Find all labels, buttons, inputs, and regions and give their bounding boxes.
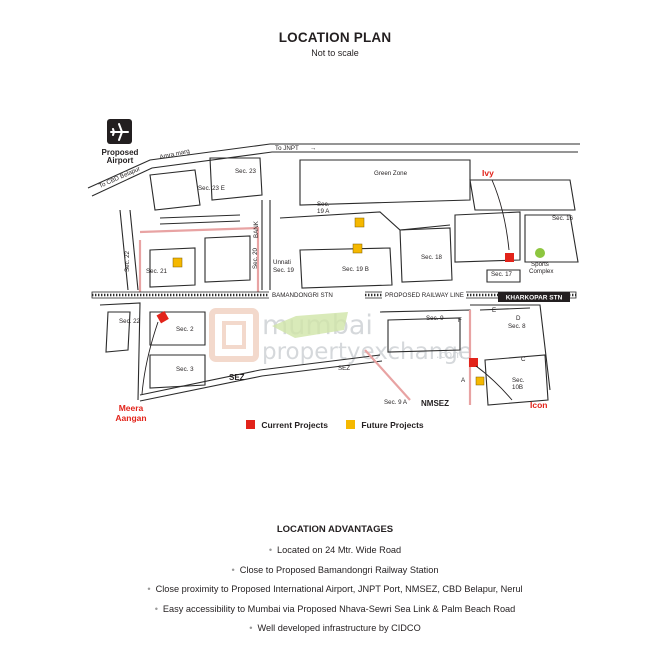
bullet-icon: • (249, 623, 253, 633)
area-sec-8: Sec. 8 (508, 323, 526, 330)
area-sec-16: Sec. 16 (552, 215, 574, 222)
area-sec-19a-1: Sec. (317, 201, 330, 208)
advantage-item: •Located on 24 Mtr. Wide Road (268, 545, 402, 555)
area-sec-19b: Sec. 19 B (342, 266, 369, 273)
area-sec-22-top: Sec. 22 (124, 250, 131, 272)
area-sec-9: Sec. 9 (426, 315, 444, 322)
area-sez-mid: SEZ (338, 365, 350, 372)
advantage-item: •Close to Proposed Bamandongri Railway S… (231, 564, 439, 575)
legend-future: Future Projects (346, 420, 424, 430)
area-a: A (461, 377, 466, 384)
area-sec-9a: Sec. 9 A (384, 399, 408, 406)
sports-complex-marker (535, 248, 545, 258)
railway: BAMANDONGRI STN PROPOSED RAILWAY LINE KH… (91, 290, 577, 302)
advantage-item: •Well developed infrastructure by CIDCO (249, 623, 421, 633)
roads-north (87, 143, 580, 292)
future-project-markers (172, 217, 485, 386)
area-sec-18: Sec. 18 (421, 254, 443, 261)
area-sec-19a-2: 19 A (317, 208, 330, 215)
page-subtitle: Not to scale (311, 48, 359, 58)
right-arrow-icon: → (310, 145, 316, 152)
airport-label-1: Proposed (102, 148, 139, 157)
area-sec-23e: Sec. 23 E (198, 185, 225, 192)
area-sports-1: Sports (531, 261, 549, 268)
area-d: D (516, 315, 521, 322)
advantages-list: •Located on 24 Mtr. Wide Road •Close to … (0, 543, 670, 641)
area-sec-21: Sec. 21 (146, 268, 168, 275)
bullet-icon: • (154, 603, 158, 614)
roads-south (99, 302, 551, 406)
bamandongri-station-label: BAMANDONGRI STN (272, 292, 333, 299)
road-label-to-jnpt: To JNPT (275, 145, 299, 152)
project-label-ivy: Ivy (482, 168, 494, 178)
grass-patch (272, 312, 348, 338)
project-label-icon: Icon (530, 400, 547, 410)
area-unnati-2: Sec. 19 (273, 267, 295, 274)
area-c: C (521, 356, 526, 363)
area-sec-10b-2: 10B (512, 384, 523, 391)
railway-line-label: PROPOSED RAILWAY LINE (385, 292, 464, 299)
bullet-icon: • (147, 584, 151, 594)
watermark-suffix: .com (436, 348, 463, 361)
area-f: F (458, 317, 462, 324)
road-label-amra-marg: Amra marg (159, 148, 191, 161)
legend-future-label: Future Projects (361, 420, 424, 430)
airplane-icon (107, 119, 132, 144)
area-sec-3: Sec. 3 (176, 366, 194, 373)
page-title: LOCATION PLAN (278, 30, 392, 45)
legend-current-swatch (246, 420, 256, 429)
current-project-markers (156, 253, 514, 367)
road-label-to-cbd: To CBD Belapur (98, 165, 141, 189)
kharkopar-station-box (498, 292, 570, 302)
kharkopar-station-label: KHARKOPAR STN (506, 295, 563, 302)
area-e: E (492, 307, 496, 314)
project-label-meera-2: Aangan (115, 413, 146, 423)
area-nmsez: NMSEZ (421, 399, 449, 408)
legend-current: Current Projects (246, 420, 328, 430)
advantage-item: •Close proximity to Proposed Internation… (147, 584, 523, 594)
advantage-item: •Easy accessibility to Mumbai via Propos… (154, 603, 516, 614)
project-label-meera-1: Meera (119, 403, 144, 413)
area-sec-23: Sec. 23 (235, 168, 257, 175)
watermark-logo-icon (209, 308, 259, 362)
area-sec-20: Sec. 20 (252, 247, 259, 269)
legend-current-label: Current Projects (261, 420, 328, 430)
area-sec-22-bottom: Sec. 22 (119, 318, 141, 325)
area-unnati-1: Unnati (273, 259, 291, 266)
area-sec-17: Sec. 17 (491, 271, 513, 278)
airport-label-2: Airport (107, 156, 134, 165)
area-sez-left: SEZ (229, 373, 245, 382)
legend-future-swatch (346, 420, 356, 429)
area-sports-2: Complex (529, 268, 554, 275)
advantages-title: LOCATION ADVANTAGES (276, 524, 394, 535)
bullet-icon: • (268, 545, 273, 555)
area-green-zone: Green Zone (374, 170, 408, 177)
area-sec-2: Sec. 2 (176, 326, 194, 333)
map-legend: Current Projects Future Projects (0, 420, 670, 430)
area-sec-10b-1: Sec. (512, 377, 525, 384)
bullet-icon: • (231, 564, 235, 575)
project-arrows (141, 179, 513, 401)
road-label-bank: BANK (253, 220, 260, 238)
